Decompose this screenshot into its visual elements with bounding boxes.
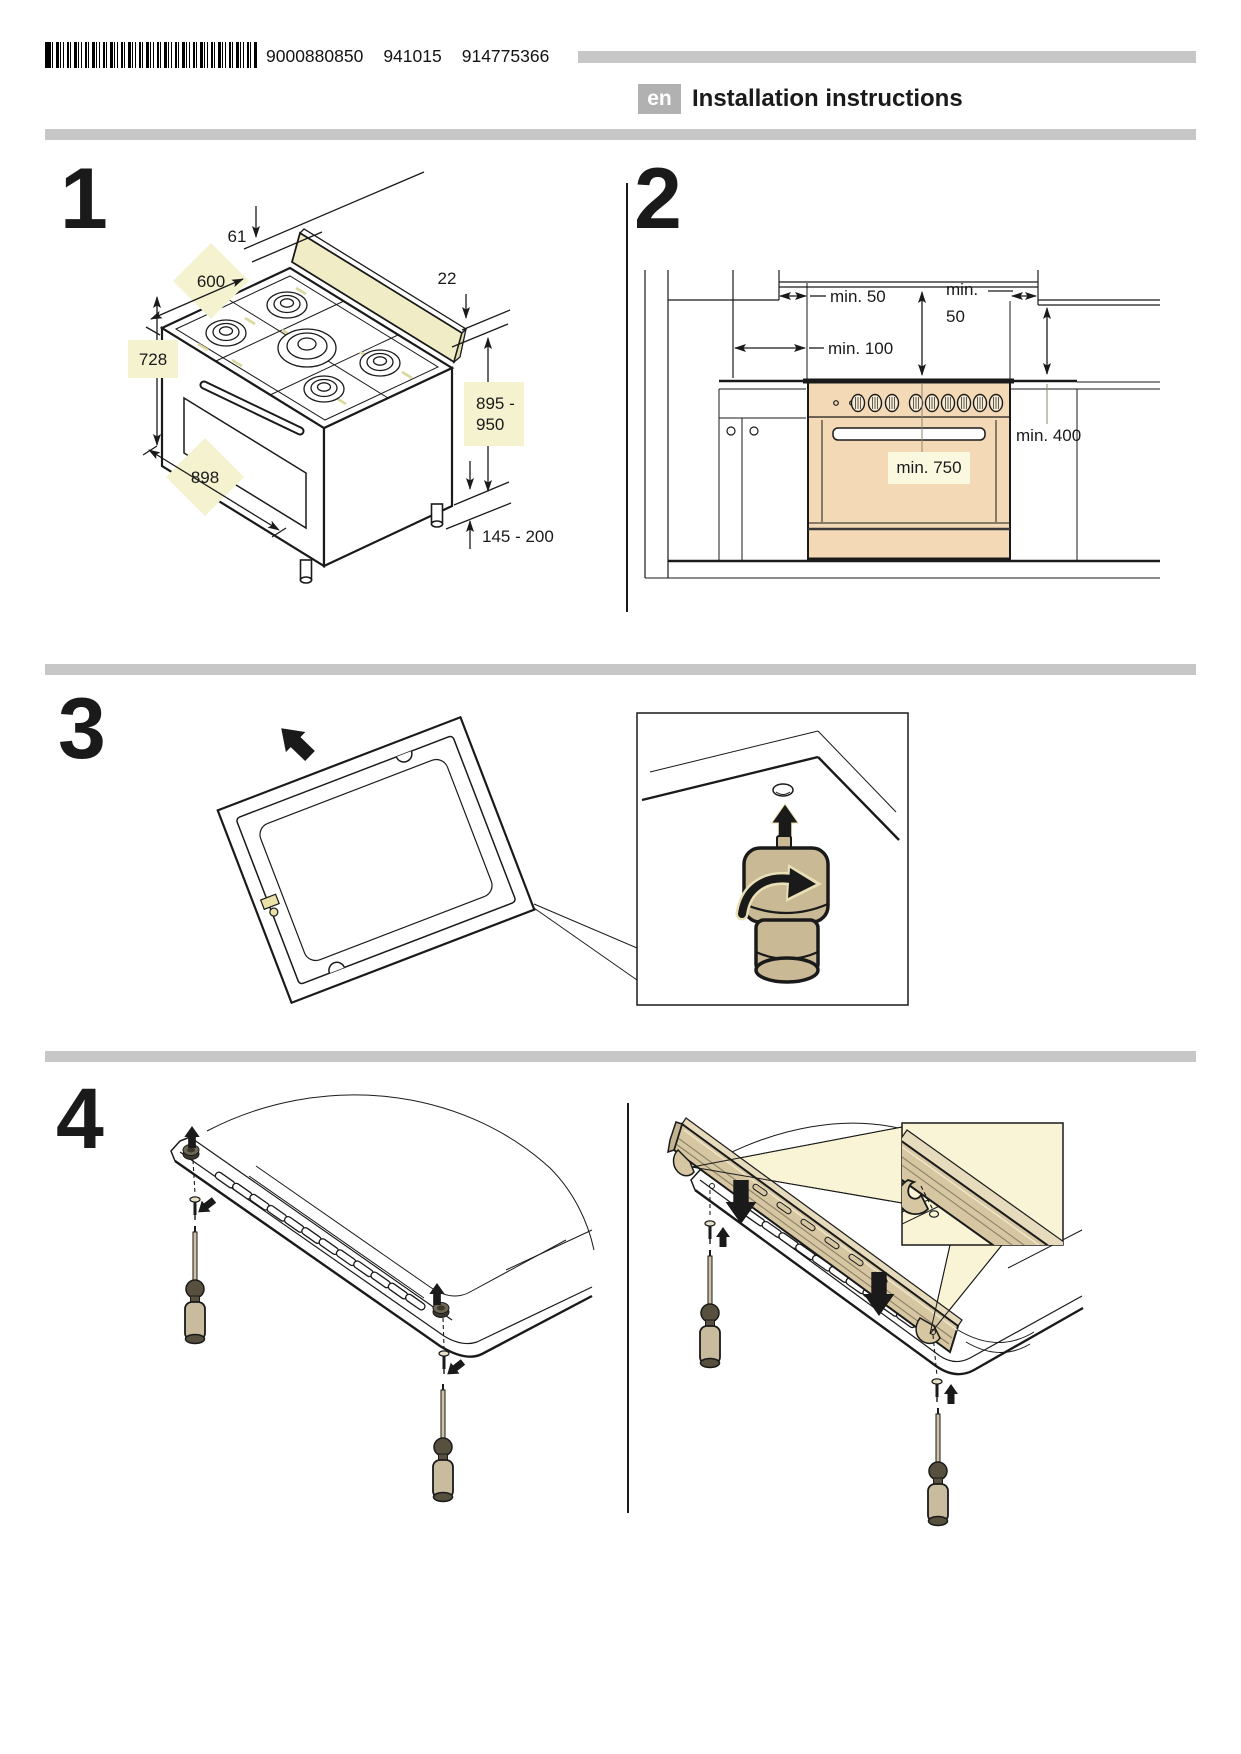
frame-slots [213,1170,427,1312]
cooker-leg-right [430,503,444,528]
clearance-min100: min. 100 [828,339,893,358]
language-badge: en [638,84,681,114]
plinth-hook [915,1317,941,1345]
step1-dimensions: 61 600 728 22 895 - 950 145 - 200 [128,171,554,549]
header-rule [578,51,1196,63]
step4-left-frame [170,1094,595,1503]
fixing-screw [188,1195,202,1222]
step1-diagram: 61 600 728 22 895 - 950 145 - 200 [128,171,554,584]
step4-pane-separator [627,1103,629,1513]
burner-left-back [266,291,308,319]
barcode [45,42,257,68]
dim-895-950-line1: 895 - [476,394,515,413]
ignition-button-icon [833,400,839,406]
screwdriver [432,1383,454,1503]
clearance-min50-left: min. 50 [830,287,886,306]
doc-number-2: 941015 [383,46,442,66]
section-divider-top [45,129,1196,140]
screw-arrow-icon [716,1227,730,1247]
step2-diagram: min. 50 min. 50 min. 100 min. 750 min. 4… [644,270,1160,579]
hook-detail [902,1129,1063,1245]
step1-step2-separator [626,183,628,612]
screw-arrow-icon [944,1384,958,1404]
control-knobs [850,393,1004,413]
loosen-arrow-icon [429,1283,445,1305]
burner-right-front [303,375,345,403]
plinth-hook [672,1148,695,1177]
burner-center-large [277,328,337,368]
clearance-min50-right-line1: min. [946,280,978,299]
dim-22: 22 [438,269,457,288]
screw-arrow-icon [442,1356,468,1380]
dim-898: 898 [191,468,219,487]
hook-slot [395,750,413,763]
cooktop-rim [174,275,440,421]
step-3-number: 3 [58,681,106,777]
section-divider-mid2 [45,1051,1196,1062]
burner-left-front [205,319,247,347]
step3-diagram [216,712,909,1006]
doc-number-3: 914775366 [461,46,550,66]
dim-895-950-line2: 950 [476,415,504,434]
cooker-isometric [159,228,468,584]
step-1-number: 1 [60,151,108,247]
loosen-arrow-icon [184,1126,200,1148]
adjustable-foot [742,835,830,984]
fixing-screw [930,1377,944,1404]
dim-61: 61 [228,227,247,246]
step2-dimensions: min. 50 min. 50 min. 100 min. 750 min. 4… [734,280,1081,484]
dim-height-highlight [464,382,524,446]
fixing-screw [703,1219,717,1246]
extractor-hood [779,270,1039,305]
gas-connection [259,893,280,917]
clearance-min400: min. 400 [1016,426,1081,445]
step4-right-assembly [667,1117,1084,1527]
document-numbers: 9000880850 941015 914775366 [266,46,569,67]
dim-728-highlight [128,340,178,378]
foot-detail [641,730,900,984]
clearance-min750: min. 750 [896,458,961,477]
clearance-min50-right-line2: 50 [946,307,965,326]
rotate-arrow-icon [735,864,822,921]
screwdriver [927,1407,949,1527]
kitchen-elevation: min. 50 min. 50 min. 100 min. 750 min. 4… [644,270,1160,579]
clearance-min750-highlight [888,452,970,484]
tilt-direction-arrow-icon [271,718,320,767]
page-title: Installation instructions [692,85,963,112]
backguard-end [452,326,468,364]
step-2-number: 2 [634,151,682,247]
dim-600: 600 [197,272,225,291]
cooker-leg-front [299,559,313,584]
cabinet-knob-icon [726,426,736,436]
dim-728: 728 [139,350,167,369]
left-base-cabinet [718,389,806,560]
fixing-screw [437,1349,451,1376]
screwdriver [184,1225,206,1345]
dim-leg-range: 145 - 200 [482,527,554,546]
oven-handle [832,427,986,441]
step-4-number: 4 [56,1071,104,1167]
plinth-hook-large [902,1179,930,1216]
cabinet-knob-icon [749,426,759,436]
screwdriver [699,1249,721,1369]
oven-door-handle [201,382,303,434]
section-divider-mid1 [45,664,1196,675]
tilted-cooker-bottom [216,715,536,1005]
foot-thread-hole [772,783,794,797]
hook-slot [328,961,346,974]
burner-right-back [359,349,401,377]
step4-diagram [170,1094,1084,1527]
doc-number-1: 9000880850 [266,46,364,66]
